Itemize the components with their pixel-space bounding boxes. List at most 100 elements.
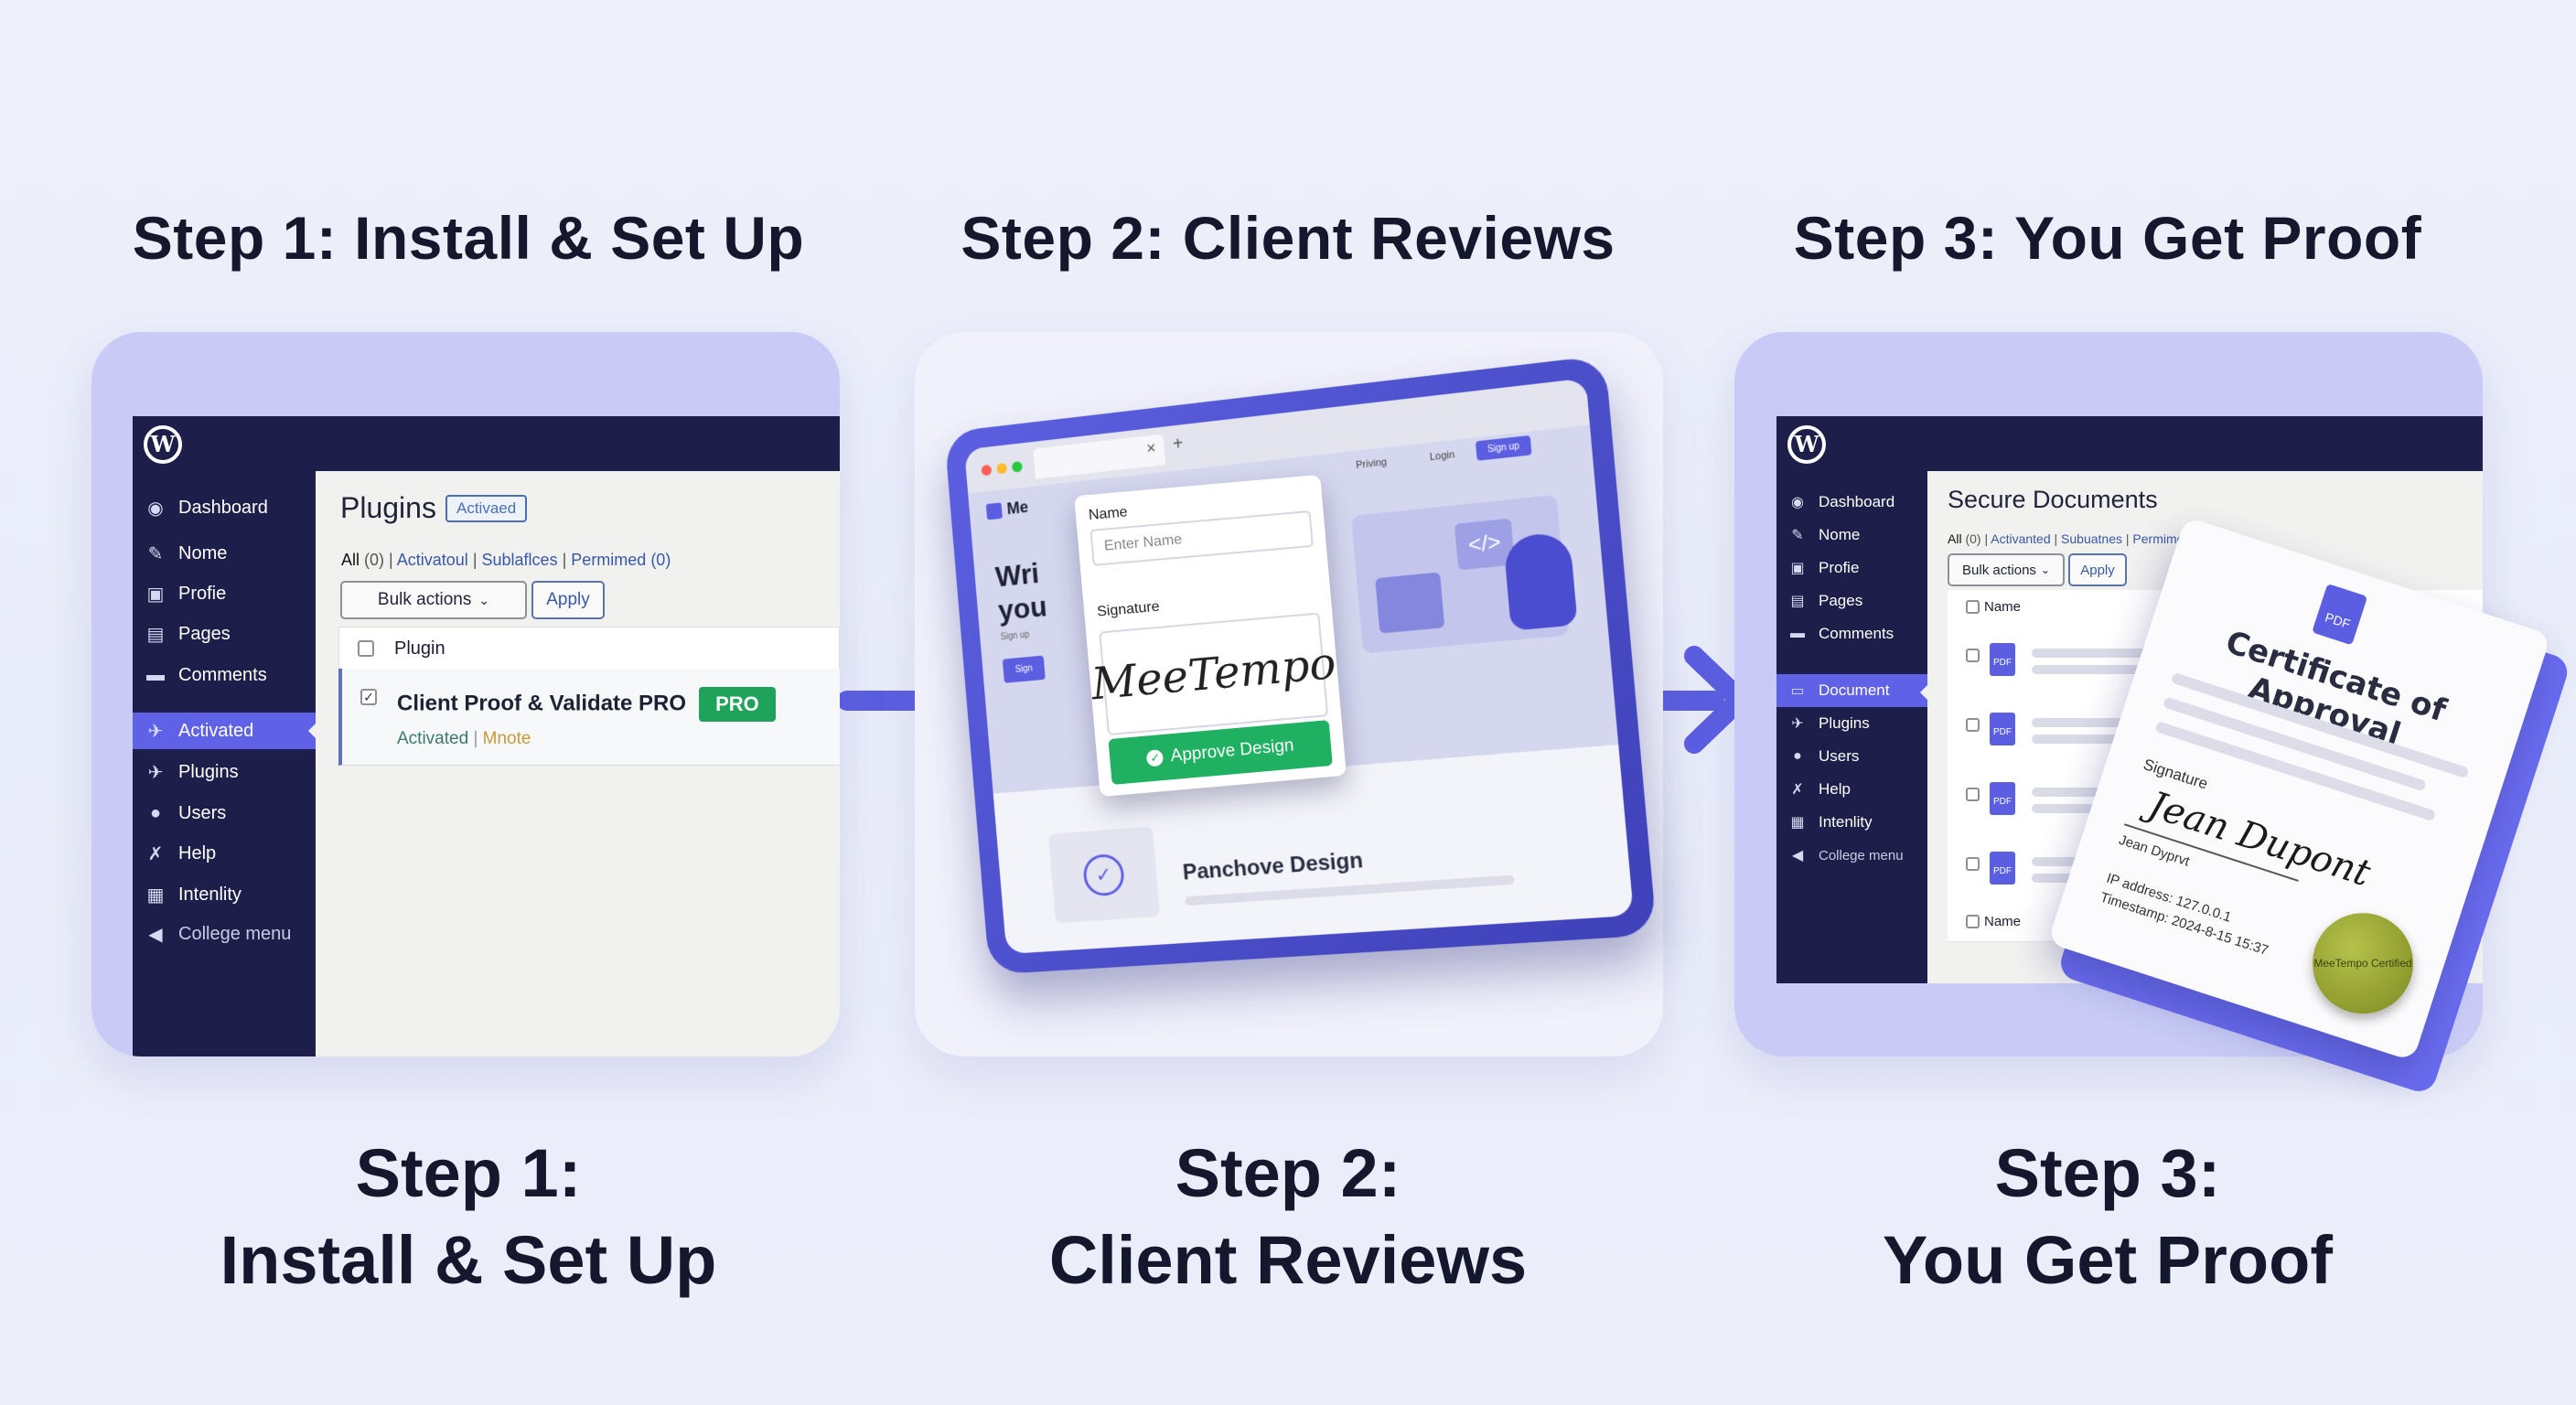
sidebar-item-nome[interactable]: ✎Nome <box>1776 519 1927 552</box>
filter-subfolders[interactable]: Subuatnes <box>2061 531 2122 546</box>
brand-name: Me <box>1005 498 1029 519</box>
sidebar-item-pages[interactable]: ▤Pages <box>1776 585 1927 617</box>
text-placeholder-line <box>2032 735 2160 744</box>
sidebar-item-comments[interactable]: ▬Comments <box>1776 617 1927 650</box>
minimize-dot[interactable] <box>996 462 1008 475</box>
step2-bottom-title: Step 2: Client Reviews <box>1048 1135 1528 1298</box>
sidebar-item-help[interactable]: ✗Help <box>133 835 316 872</box>
row-checkbox[interactable]: ✓ <box>360 689 377 705</box>
pin-icon: ✎ <box>147 543 164 564</box>
sidebar-item-help[interactable]: ✗Help <box>1776 773 1927 806</box>
users-icon: ● <box>149 802 162 823</box>
sidebar-item-dashboard[interactable]: ◉Dashboard <box>133 489 316 526</box>
wrench-icon: ✗ <box>147 843 164 864</box>
select-all-checkbox[interactable] <box>358 640 374 657</box>
wordpress-logo-icon[interactable]: W <box>1787 425 1826 464</box>
sidebar-item-comments[interactable]: ▬Comments <box>146 664 267 685</box>
nav-pricing[interactable]: Priving <box>1355 456 1388 472</box>
sidebar-item-users[interactable]: ●Users <box>1776 740 1927 773</box>
pdf-file-icon: PDF <box>1990 852 2015 885</box>
sidebar-item-activated[interactable]: ✈Activated <box>133 713 317 749</box>
grid-icon: ▦ <box>146 885 165 906</box>
sidebar-item-plugins[interactable]: ✈Plugins <box>1776 707 1927 740</box>
step3-top-title: Step 3: You Get Proof <box>1793 204 2422 272</box>
close-tab-icon[interactable]: × <box>1145 438 1157 458</box>
bulk-actions-select[interactable]: Bulk actions⌄ <box>1948 553 2065 586</box>
column-name: Name <box>1984 599 2022 615</box>
sidebar-item-intenlity[interactable]: ▦Intenlity <box>146 884 242 906</box>
sidebar-item-profie[interactable]: ▣Profie <box>1776 552 1927 585</box>
sidebar-collapse-menu[interactable]: ◀College menu <box>1776 839 1927 872</box>
column-plugin: Plugin <box>394 638 445 659</box>
chevron-down-icon: ⌄ <box>2040 563 2050 576</box>
sidebar-item-dashboard[interactable]: ◉Dashboard <box>1776 486 1927 519</box>
pdf-file-icon: PDF <box>1990 782 2015 815</box>
bulk-actions-select[interactable]: Bulk actions⌄ <box>340 581 527 619</box>
status-badge[interactable]: Activaed <box>445 495 528 522</box>
text-placeholder-line <box>2032 665 2160 674</box>
pdf-file-icon: PDF <box>2312 583 2368 646</box>
maximize-dot[interactable] <box>1011 460 1023 473</box>
hero-signup-button[interactable]: Sign <box>1002 655 1046 683</box>
profile-icon: ▣ <box>146 584 165 605</box>
filter-activated[interactable]: Activanted <box>1991 531 2051 546</box>
pages-icon: ▤ <box>1790 594 1805 609</box>
name-label: Name <box>1088 504 1129 524</box>
filter-activated[interactable]: Activatoul <box>396 551 468 569</box>
admin-top-bar <box>1776 416 2483 471</box>
wordpress-logo-icon[interactable]: W <box>144 425 182 464</box>
filter-all[interactable]: All <box>341 551 360 569</box>
certificate-signature-label: Signature <box>2141 756 2210 793</box>
plugin-name: Client Proof & Validate PRO <box>397 691 687 716</box>
row-checkbox[interactable] <box>1966 788 1980 801</box>
user-figure-icon <box>1502 531 1578 631</box>
sidebar-collapse-menu[interactable]: ◀College menu <box>133 916 316 952</box>
new-tab-icon[interactable]: + <box>1172 434 1185 455</box>
sidebar-item-pages[interactable]: ▤Pages <box>146 623 231 645</box>
filter-all[interactable]: All <box>1948 531 1962 546</box>
row-checkbox[interactable] <box>1966 649 1980 662</box>
pro-badge: PRO <box>699 687 776 722</box>
document-icon: ▭ <box>1790 683 1805 699</box>
hero-subtext: Sign up <box>1000 629 1030 643</box>
filter-permimed[interactable]: Permimed (0) <box>571 551 671 569</box>
sidebar-item-nome[interactable]: ✎Nome <box>133 535 316 572</box>
sidebar-item-users[interactable]: ●Users <box>133 795 316 831</box>
plugin-note-link[interactable]: Mnote <box>482 729 531 748</box>
apply-button[interactable]: Apply <box>531 581 605 619</box>
plugin-status-link[interactable]: Activated <box>397 729 469 748</box>
row-checkbox[interactable] <box>1966 718 1980 732</box>
pdf-file-icon: PDF <box>1990 713 2015 745</box>
select-all-checkbox[interactable] <box>1966 600 1980 614</box>
admin-sidebar: ◉Dashboard ✎Nome ▣Profie ▤Pages ▬Comment… <box>133 471 317 1056</box>
step3-bottom-title: Step 3: You Get Proof <box>1883 1135 2333 1298</box>
comments-icon: ▬ <box>146 664 165 685</box>
nav-signup-button[interactable]: Sign up <box>1475 434 1532 461</box>
close-dot[interactable] <box>981 464 993 477</box>
row-checkbox[interactable] <box>1966 857 1980 871</box>
certificate-signer: Jean Dyprvt <box>2117 831 2192 870</box>
signature-pad[interactable]: MeeTempo <box>1089 612 1337 736</box>
wp-admin-window: W ◉Dashboard ✎Nome ▣Profie ▤Pages ▬Comme… <box>133 416 840 1056</box>
users-icon: ● <box>1793 748 1802 764</box>
wax-seal-icon: MeeTempo Certified <box>2313 913 2414 1014</box>
plugin-icon: ✈ <box>1791 716 1804 732</box>
pdf-file-icon: PDF <box>1990 643 2015 676</box>
sidebar-item-profie[interactable]: ▣Profie <box>146 583 227 605</box>
pages-icon: ▤ <box>146 624 165 645</box>
step1-card: W ◉Dashboard ✎Nome ▣Profie ▤Pages ▬Comme… <box>91 332 840 1056</box>
select-all-checkbox-bottom[interactable] <box>1966 915 1980 928</box>
nav-login[interactable]: Login <box>1429 449 1455 464</box>
check-circle-icon: ✓ <box>1146 749 1165 767</box>
text-placeholder-line <box>2032 649 2215 658</box>
step2-top-title: Step 2: Client Reviews <box>961 204 1615 272</box>
check-card: ✓ <box>1047 826 1161 924</box>
apply-button[interactable]: Apply <box>2068 553 2127 586</box>
filter-subfolders[interactable]: Sublaflces <box>481 551 558 569</box>
page-title: Secure Documents <box>1948 486 2158 513</box>
sidebar-item-document[interactable]: ▭Document <box>1776 674 1928 707</box>
plugin-icon: ✈ <box>147 762 164 783</box>
sidebar-item-plugins[interactable]: ✈Plugins <box>133 754 316 790</box>
sidebar-item-intenlity[interactable]: ▦Intenlity <box>1776 806 1927 839</box>
filter-links: All (0) | Activatoul | Sublaflces | Perm… <box>341 551 671 569</box>
